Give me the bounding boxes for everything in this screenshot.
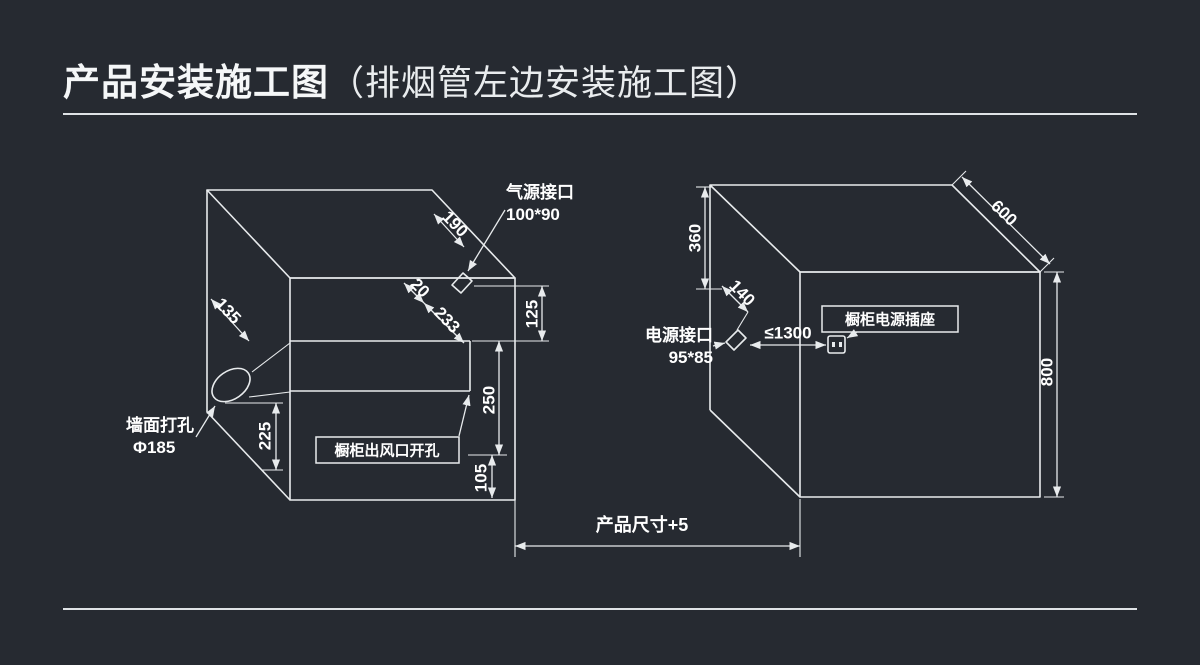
power-port-leader — [712, 341, 726, 350]
wall-hole-callout: 墙面打孔 Φ185 — [126, 405, 216, 457]
socket-callout: 橱柜电源插座 — [821, 305, 959, 339]
left-cabinet — [206, 189, 516, 501]
product-size-label: 产品尺寸+5 — [596, 514, 689, 535]
socket-label-box — [821, 305, 959, 333]
wall-hole-ellipse — [211, 367, 251, 403]
right-cabinet — [709, 184, 1041, 498]
power-port-opening — [725, 329, 747, 351]
duct-line-top — [251, 342, 291, 373]
footer-rule — [63, 608, 1137, 610]
dim-105: 105 — [472, 464, 491, 492]
power-port-label-line1: 电源接口 — [645, 325, 713, 345]
dim-line-20 — [403, 282, 425, 304]
dim-line-140 — [721, 285, 749, 313]
outlet-leader — [458, 394, 471, 437]
outlet-callout: 橱柜出风口开孔 — [315, 394, 471, 464]
dim-135: 135 — [211, 294, 244, 328]
left-cabinet-bottom-edge — [206, 411, 291, 501]
dim-360: 360 — [686, 224, 705, 252]
gas-port-opening — [451, 272, 473, 294]
wall-hole-leader — [195, 405, 216, 438]
ext-140-to-port — [736, 311, 749, 331]
gas-port-label-line2: 100*90 — [506, 205, 560, 224]
dim-1300: ≤1300 — [764, 324, 811, 343]
wall-hole-label-line1: 墙面打孔 — [126, 415, 194, 435]
dim-line-233 — [423, 302, 465, 344]
left-cabinet-top-face — [206, 189, 516, 279]
power-port-label-line2: 95*85 — [669, 348, 713, 367]
socket-hole-right — [839, 342, 842, 347]
dim-140: 140 — [725, 276, 758, 310]
title-sub: （排烟管左边安装施工图） — [329, 64, 762, 103]
product-size-dimension: 产品尺寸+5 — [514, 499, 801, 557]
dim-line-600 — [961, 176, 1051, 265]
gas-port-label-line1: 气源接口 — [505, 182, 574, 202]
dim-233: 233 — [430, 303, 463, 337]
title-main: 产品安装施工图 — [63, 62, 329, 103]
right-cabinet-front-face — [799, 271, 1041, 498]
ext-600-front — [1039, 257, 1055, 273]
outlet-label: 橱柜出风口开孔 — [334, 442, 439, 460]
ext-600-back — [951, 170, 967, 186]
dim-190: 190 — [438, 207, 471, 241]
page-title: 产品安装施工图（排烟管左边安装施工图） — [63, 52, 761, 106]
dim-225: 225 — [256, 422, 275, 450]
wall-hole-label-line2: Φ185 — [133, 438, 175, 457]
socket-icon — [827, 335, 846, 354]
dim-800: 800 — [1038, 358, 1057, 386]
dim-125: 125 — [523, 300, 542, 328]
gas-port-leader — [467, 209, 506, 272]
dim-250: 250 — [480, 386, 499, 414]
outlet-label-box — [315, 436, 460, 464]
dim-line-135 — [210, 298, 250, 342]
socket-leader — [846, 329, 859, 339]
socket-hole-left — [832, 342, 835, 347]
title-underline — [63, 113, 1137, 115]
socket-label: 橱柜电源插座 — [845, 311, 935, 329]
right-cabinet-top-face — [709, 184, 1041, 273]
duct-line-bottom — [248, 391, 291, 398]
gas-port-callout: 气源接口 100*90 — [467, 182, 574, 272]
power-port-callout: 电源接口 95*85 — [645, 325, 726, 367]
right-cabinet-bottom-edge — [709, 409, 801, 498]
dim-line-190 — [433, 213, 465, 248]
